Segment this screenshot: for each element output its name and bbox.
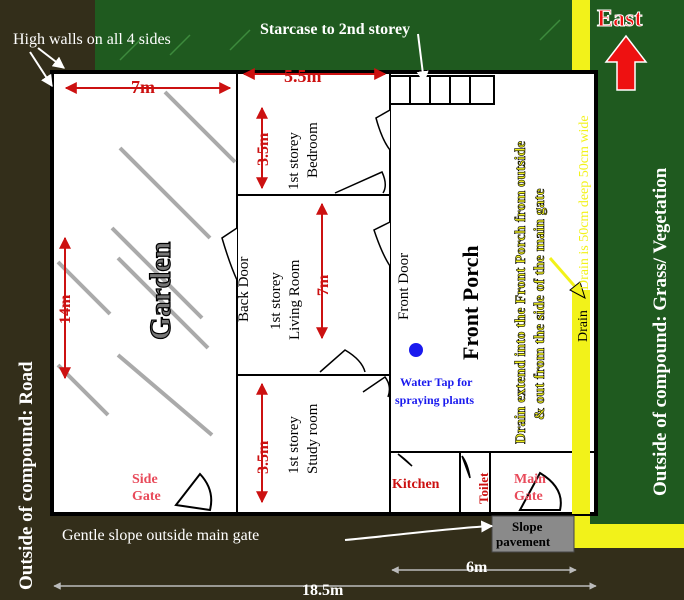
main-gate-swing	[518, 471, 562, 511]
slope-line-2: pavement	[496, 534, 551, 549]
dim-study-length: 3.5m	[255, 440, 272, 474]
interior-walls	[236, 74, 594, 512]
staircase-label: Starcase to 2nd storey	[260, 21, 410, 38]
gentle-slope-pointer	[344, 520, 494, 541]
drain-inside-porch	[572, 290, 590, 514]
outside-grass-label: Outside of compound: Grass/ Vegetation	[650, 167, 671, 496]
staircase-pointer	[416, 33, 429, 84]
dim-total-width: 18.5m	[302, 582, 344, 599]
bedroom-door	[375, 109, 391, 151]
water-tap-line-2: spraying plants	[395, 393, 474, 407]
kitchen-label: Kitchen	[392, 477, 440, 492]
drain-label: Drain	[576, 310, 591, 342]
front-porch-label: Front Porch	[458, 245, 483, 360]
study-line-2: Study room	[305, 403, 321, 474]
dim-porch-width: 6m	[466, 559, 488, 576]
bedroom-line-2: Bedroom	[305, 122, 321, 178]
dim-rooms-width: 5.5m	[284, 66, 322, 86]
garden-hatching	[56, 90, 237, 437]
bedroom-entry-door	[334, 171, 386, 194]
garden-label: Garden	[144, 241, 177, 340]
dim-garden-width: 7m	[131, 77, 155, 97]
dim-living-length: 7m	[315, 274, 332, 296]
front-door	[373, 221, 391, 267]
toilet-label: Toilet	[476, 472, 491, 504]
living-line-2: Living Room	[287, 259, 303, 340]
drain-spec-label: Drain is 50cm deep 50cm wide	[577, 115, 592, 290]
slope-pavement	[491, 515, 575, 553]
drain-pointer	[548, 257, 586, 300]
water-tap-line-1: Water Tap for	[400, 375, 473, 389]
back-door	[221, 227, 238, 281]
living-line-1: 1st storey	[268, 272, 284, 330]
high-walls-pointer-1	[29, 51, 53, 88]
outside-road-label: Outside of compound: Road	[16, 361, 37, 590]
east-label: East	[597, 6, 642, 32]
staircase	[389, 75, 495, 105]
slope-line-1: Slope	[512, 519, 543, 534]
side-gate-line-1: Side	[132, 472, 158, 487]
main-gate-line-1: Main	[514, 472, 546, 487]
front-door-label: Front Door	[396, 253, 412, 320]
door-swings	[221, 109, 471, 479]
dim-garden-length: 14m	[57, 294, 74, 324]
bedroom-line-1: 1st storey	[286, 132, 302, 190]
study-door	[362, 375, 391, 398]
toilet-door	[461, 455, 471, 479]
grass-right-overlay	[590, 0, 684, 524]
water-tap-icon	[409, 343, 423, 357]
high-walls-pointer-2	[37, 47, 65, 69]
back-door-label: Back Door	[236, 257, 252, 322]
main-gate-line-2: Gate	[514, 489, 543, 504]
kitchen-door	[397, 453, 413, 467]
drain-note-line-1: Drain extend into the Front Porch from o…	[513, 141, 529, 444]
east-arrow-icon	[604, 34, 648, 91]
high-walls-label: High walls on all 4 sides	[13, 31, 171, 48]
study-line-1: 1st storey	[286, 416, 302, 474]
drain-note-line-2: & out from the side of the main gate	[532, 188, 548, 420]
side-gate-swing	[174, 472, 213, 512]
side-gate-line-2: Gate	[132, 489, 161, 504]
dim-bedroom-length: 3.5m	[255, 132, 272, 166]
living-door	[319, 349, 366, 373]
gentle-slope-label: Gentle slope outside main gate	[62, 527, 259, 544]
